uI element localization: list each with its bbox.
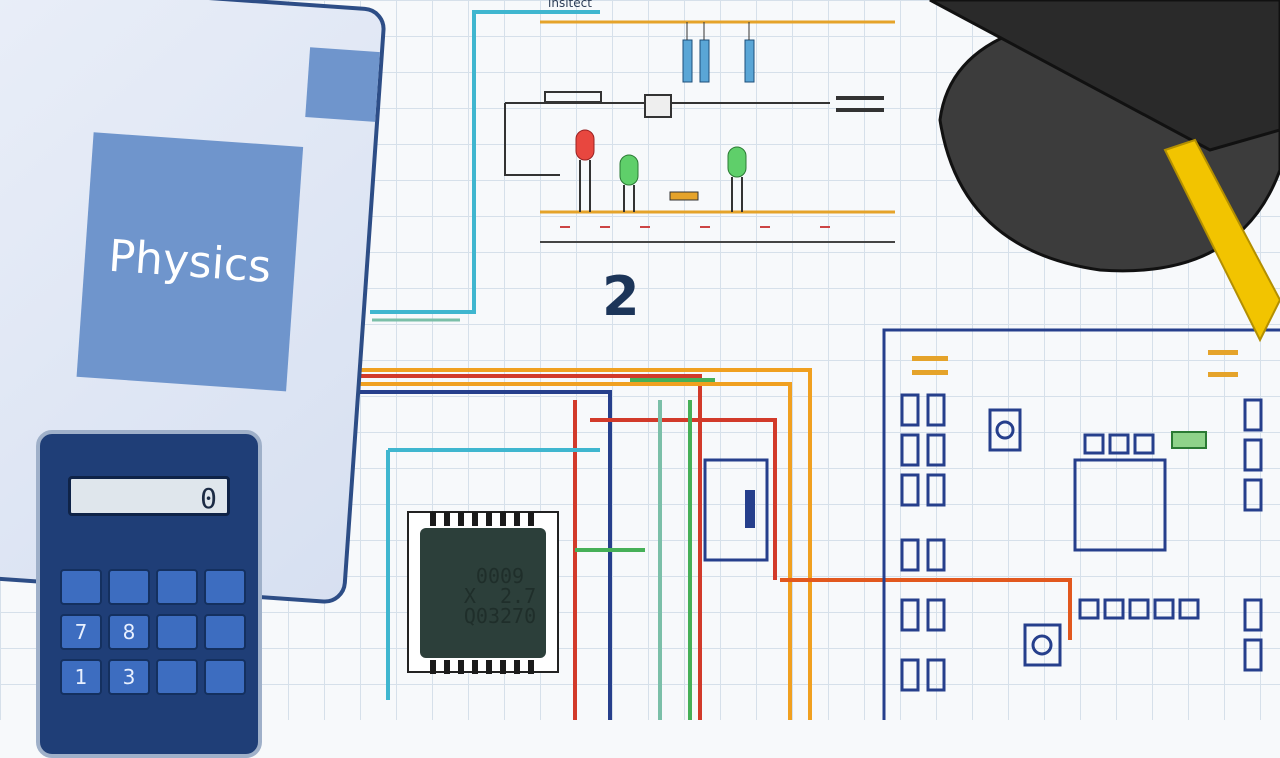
led-green-2: [727, 146, 747, 212]
graduation-cap-icon: [929, 0, 1280, 343]
chip-line: Q03270: [463, 604, 537, 628]
schematic-label: insitect: [548, 0, 592, 10]
chip-marking: 0009 X 2.7 Q03270: [440, 566, 560, 626]
resistors: [682, 22, 755, 83]
book-emblem-icon: [305, 47, 380, 122]
circuit-board: [882, 328, 1280, 720]
calc-key-blank[interactable]: [204, 569, 246, 605]
calculator: 0 7 8 1 3: [36, 430, 262, 758]
calc-key-blank[interactable]: [156, 659, 198, 695]
calc-key[interactable]: 3: [108, 659, 150, 695]
calc-key[interactable]: 8: [108, 614, 150, 650]
chip-line: 0009: [475, 564, 525, 588]
book-title: Physics: [76, 132, 304, 392]
calc-key[interactable]: 1: [60, 659, 102, 695]
bus-wires: [360, 368, 1072, 720]
cyan-wire: [370, 10, 600, 314]
calc-key-blank[interactable]: [60, 569, 102, 605]
microchip: [407, 511, 559, 674]
chip-line: X 2.7: [463, 584, 537, 608]
calc-key-blank[interactable]: [204, 659, 246, 695]
page-number: 2: [602, 265, 640, 328]
calc-key-blank[interactable]: [108, 569, 150, 605]
calc-key-blank[interactable]: [156, 614, 198, 650]
calculator-display: 0: [68, 476, 230, 516]
circuit-schematic: [360, 0, 1280, 720]
calc-key-blank[interactable]: [204, 614, 246, 650]
led-green-1: [619, 154, 639, 212]
calc-key[interactable]: 7: [60, 614, 102, 650]
module-box: [703, 458, 769, 562]
led-red: [575, 129, 595, 212]
calc-key-blank[interactable]: [156, 569, 198, 605]
